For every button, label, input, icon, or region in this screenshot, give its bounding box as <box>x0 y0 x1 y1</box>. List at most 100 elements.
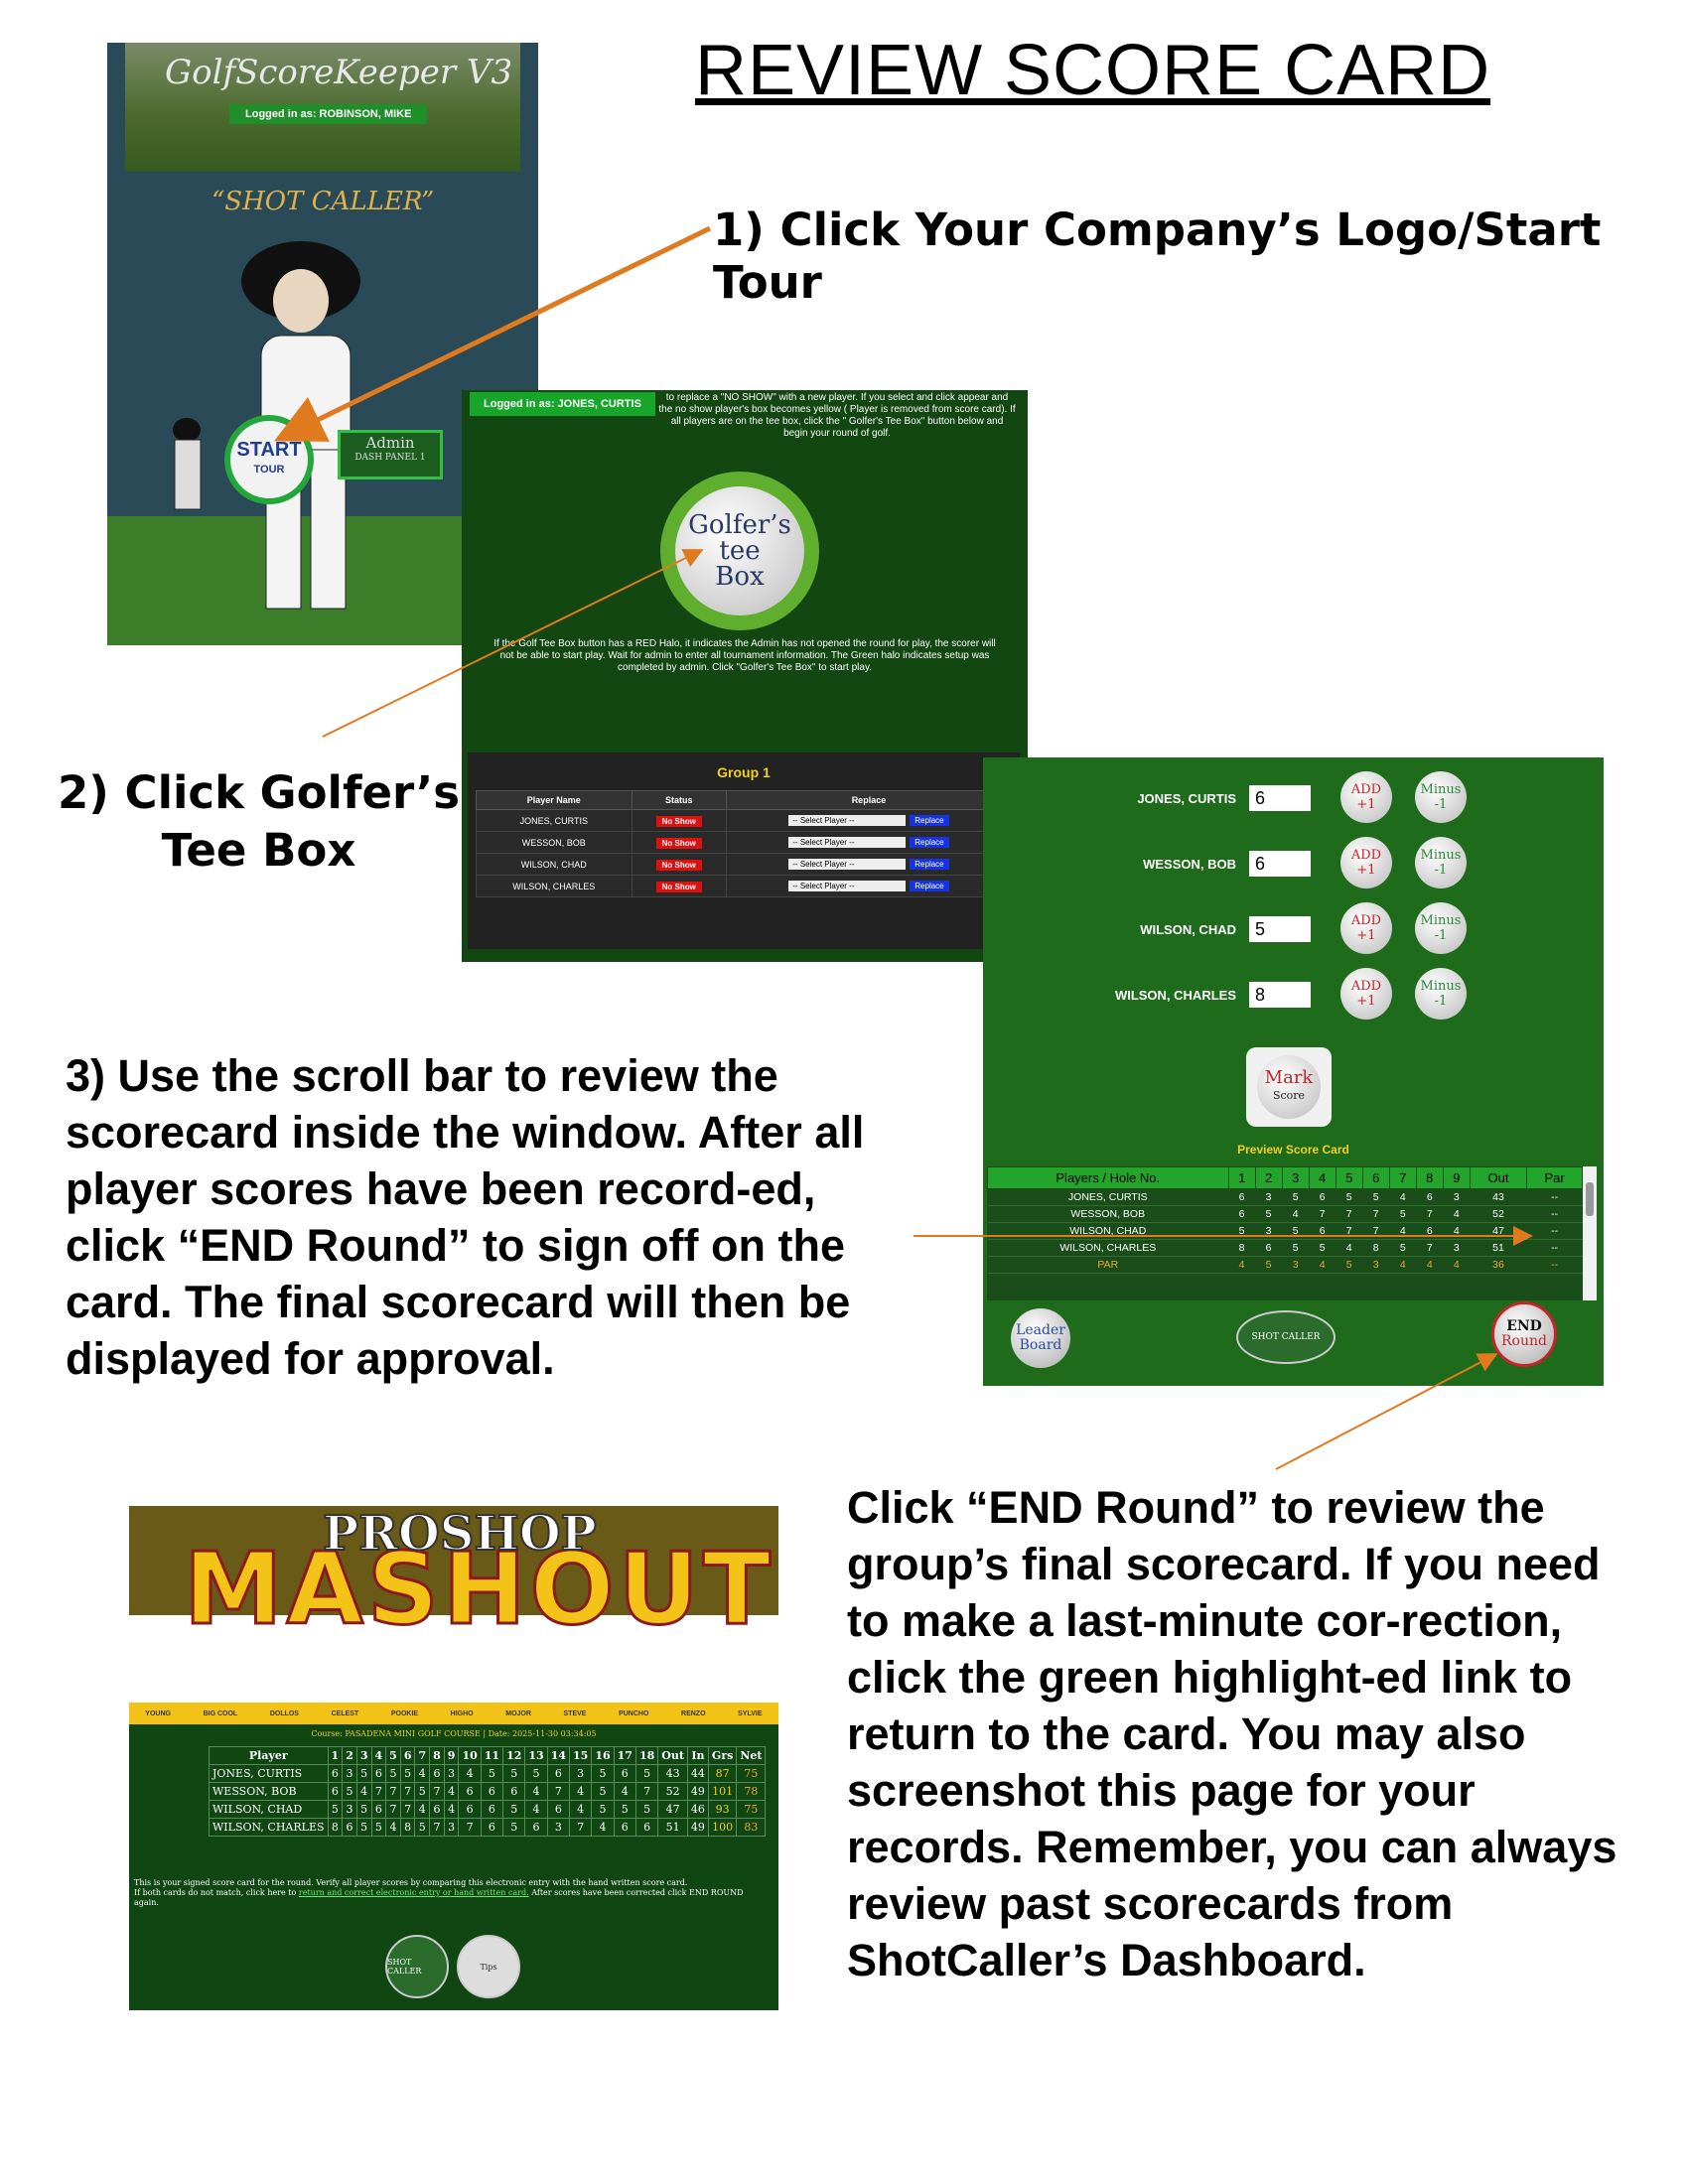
col-header: 12 <box>502 1746 526 1765</box>
player-name: WESSON, BOB <box>476 831 633 854</box>
step1-instruction: 1) Click Your Company’s Logo/Start Tour <box>713 204 1602 309</box>
no-show-button[interactable]: No Show <box>655 837 702 849</box>
select-player-dropdown[interactable]: -- Select Player -- <box>788 837 907 848</box>
add-one-button[interactable]: ADD+1 <box>1340 837 1392 888</box>
col-header: 18 <box>634 1746 659 1765</box>
group-table: Player Name Status Replace JONES, CURTIS… <box>476 790 1013 897</box>
table-cell: 4 <box>1443 1205 1471 1223</box>
table-cell: 3 <box>1282 1256 1310 1274</box>
add-one-button[interactable]: ADD+1 <box>1340 771 1392 823</box>
teebox-line2: tee <box>719 536 761 566</box>
table-cell: 7 <box>1336 1205 1363 1223</box>
table-cell: 3 <box>1362 1256 1390 1274</box>
add-val: +1 <box>1356 863 1376 878</box>
replace-cell: -- Select Player --Replace <box>725 875 1013 897</box>
table-cell: 36 <box>1470 1256 1527 1274</box>
table-cell: 5 <box>1255 1256 1283 1274</box>
table-cell: 4 <box>1389 1256 1417 1274</box>
no-show-button[interactable]: No Show <box>655 859 702 871</box>
table-cell: 7 <box>1362 1205 1390 1223</box>
tee-box-screenshot: Logged in as: JONES, CURTIS to replace a… <box>462 390 1028 962</box>
table-cell: 43 <box>1470 1188 1527 1206</box>
table-cell: 5 <box>1389 1205 1417 1223</box>
teebox-line3: Box <box>715 562 765 592</box>
admin-button[interactable]: Admin DASH PANEL 1 <box>338 430 443 479</box>
return-correct-link[interactable]: return and correct electronic entry or h… <box>298 1888 529 1897</box>
scrollbar-thumb[interactable] <box>1586 1182 1594 1216</box>
no-show-button[interactable]: No Show <box>655 815 702 827</box>
col-header: Out <box>1469 1166 1528 1189</box>
add-label: ADD <box>1350 848 1382 863</box>
score-input[interactable]: 8 <box>1249 982 1311 1008</box>
player-name: WESSON, BOB <box>1143 857 1236 872</box>
table-cell: 5 <box>1255 1205 1283 1223</box>
table-cell: WESSON, BOB <box>987 1205 1229 1223</box>
add-one-button[interactable]: ADD+1 <box>1340 902 1392 954</box>
table-cell: 4 <box>1416 1256 1444 1274</box>
table-cell: 49 <box>686 1818 709 1837</box>
table-cell: WESSON, BOB <box>209 1782 329 1801</box>
table-cell: WILSON, CHAD <box>209 1800 329 1819</box>
scrollbar[interactable] <box>1583 1166 1597 1300</box>
group-panel: Group 1 Player Name Status Replace JONES… <box>468 752 1020 949</box>
select-player-dropdown[interactable]: -- Select Player -- <box>788 815 907 826</box>
status-cell: No Show <box>631 809 727 832</box>
minus-one-button[interactable]: Minus-1 <box>1415 837 1467 888</box>
score-input[interactable]: 6 <box>1249 851 1311 877</box>
select-player-dropdown[interactable]: -- Select Player -- <box>788 881 907 891</box>
player-name: WILSON, CHARLES <box>476 875 633 897</box>
table-cell: 8 <box>1228 1239 1256 1257</box>
table-row: JONES, CURTIS No Show -- Select Player -… <box>476 809 1013 832</box>
add-val: +1 <box>1356 994 1376 1009</box>
minus-one-button[interactable]: Minus-1 <box>1415 771 1467 823</box>
replace-button[interactable]: Replace <box>910 815 949 826</box>
minus-val: -1 <box>1434 863 1448 878</box>
table-cell: 6 <box>1309 1188 1336 1206</box>
minus-val: -1 <box>1434 994 1448 1009</box>
mark-label: Mark <box>1264 1067 1314 1088</box>
halo-note: If the Golf Tee Box button has a RED Hal… <box>493 638 996 673</box>
minus-label: Minus <box>1420 782 1462 797</box>
shot-caller-logo[interactable]: SHOT CALLER <box>1236 1310 1336 1364</box>
leader-board-button[interactable]: Leader Board <box>1011 1308 1070 1368</box>
col-header: 14 <box>546 1746 571 1765</box>
table-cell: JONES, CURTIS <box>987 1188 1229 1206</box>
end-round-button[interactable]: END Round <box>1491 1301 1557 1367</box>
start-tour-sub: TOUR <box>253 464 285 476</box>
minus-one-button[interactable]: Minus-1 <box>1415 968 1467 1020</box>
table-cell: 6 <box>1416 1188 1444 1206</box>
col-header: 9 <box>1442 1166 1471 1189</box>
status-cell: No Show <box>631 831 727 854</box>
replace-button[interactable]: Replace <box>910 837 949 848</box>
col-header: Player Name <box>476 790 633 810</box>
table-cell: 44 <box>686 1764 709 1783</box>
login-status: Logged in as: ROBINSON, MIKE <box>229 104 428 124</box>
arrow-to-end-round <box>1275 1353 1498 1470</box>
table-cell: -- <box>1526 1239 1583 1257</box>
replace-button[interactable]: Replace <box>910 881 949 891</box>
mark-score-button[interactable]: Mark Score <box>1246 1047 1332 1127</box>
score-input[interactable]: 5 <box>1249 916 1311 942</box>
minus-one-button[interactable]: Minus-1 <box>1415 902 1467 954</box>
add-label: ADD <box>1350 979 1382 994</box>
shot-caller-button[interactable]: SHOT CALLER <box>385 1935 449 1998</box>
replace-button[interactable]: Replace <box>910 859 949 870</box>
table-cell: 3 <box>443 1818 460 1837</box>
table-cell: 7 <box>1416 1239 1444 1257</box>
score-input[interactable]: 6 <box>1249 785 1311 811</box>
table-cell: 4 <box>1336 1239 1363 1257</box>
golfers-tee-box-button[interactable]: Golfer’s tee Box <box>660 472 819 630</box>
table-cell: 52 <box>1470 1205 1527 1223</box>
minus-label: Minus <box>1420 979 1462 994</box>
no-show-button[interactable]: No Show <box>655 881 702 892</box>
add-one-button[interactable]: ADD+1 <box>1340 968 1392 1020</box>
select-player-dropdown[interactable]: -- Select Player -- <box>788 859 907 870</box>
table-cell: 6 <box>524 1818 548 1837</box>
tips-button[interactable]: Tips <box>457 1935 520 1998</box>
player-score-row: WILSON, CHARLES 8 ADD+1 Minus-1 <box>1092 966 1589 1025</box>
add-label: ADD <box>1350 782 1382 797</box>
